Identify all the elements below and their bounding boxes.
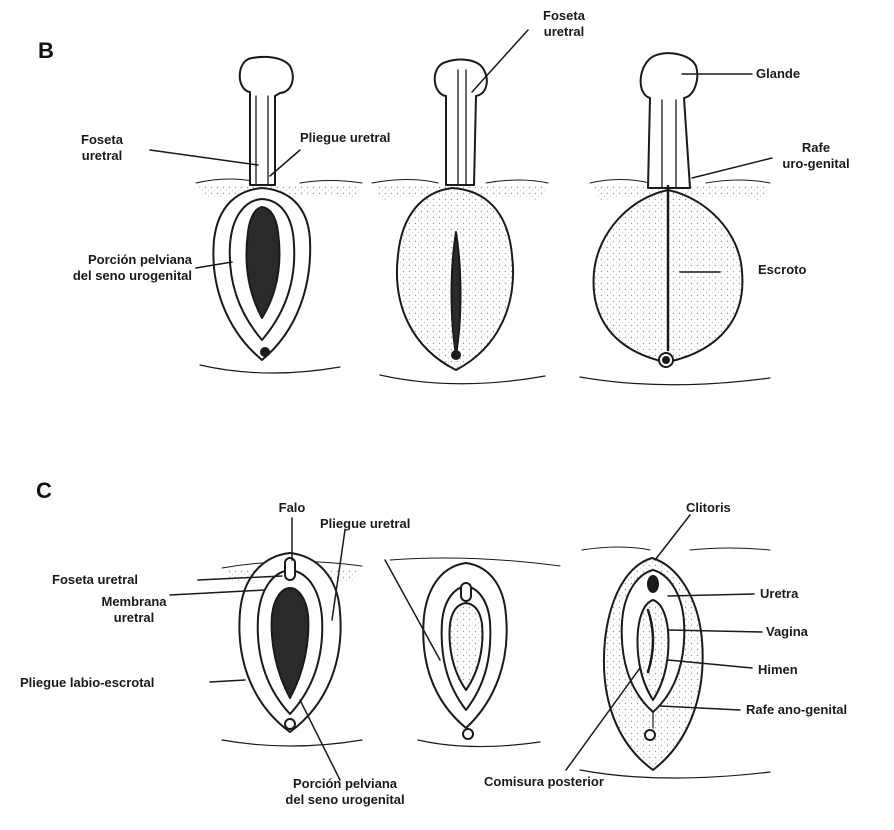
b-label-foseta-uretral-left: Foseta uretral xyxy=(62,132,142,164)
b1-figure xyxy=(196,57,362,373)
c-label-porcion-pelviana: Porción pelviana del seno urogenital xyxy=(250,776,440,808)
b-label-escroto: Escroto xyxy=(758,262,806,278)
c-label-rafe-ano-genital: Rafe ano-genital xyxy=(746,702,847,718)
c-label-pliegue-labio-escrotal: Pliegue labio-escrotal xyxy=(20,675,154,691)
b2-figure xyxy=(372,60,548,384)
c-label-uretra: Uretra xyxy=(760,586,798,602)
c-label-clitoris: Clitoris xyxy=(686,500,731,516)
c3-figure xyxy=(580,547,770,778)
b-label-foseta-uretral-top: Foseta uretral xyxy=(524,8,604,40)
section-c-letter: C xyxy=(36,478,52,504)
c2-figure xyxy=(390,558,560,747)
section-b-letter: B xyxy=(38,38,54,64)
c-label-membrana-uretral: Membrana uretral xyxy=(86,594,182,626)
c-label-vagina: Vagina xyxy=(766,624,808,640)
b-label-rafe-urogenital: Rafe uro-genital xyxy=(766,140,866,172)
c-label-falo: Falo xyxy=(262,500,322,516)
c-label-himen: Himen xyxy=(758,662,798,678)
c-label-foseta-uretral: Foseta uretral xyxy=(52,572,138,588)
c-label-pliegue-uretral: Pliegue uretral xyxy=(320,516,410,532)
b-label-porcion-pelviana: Porción pelviana del seno urogenital xyxy=(2,252,192,284)
c1-figure xyxy=(222,553,362,746)
c-label-comisura-posterior: Comisura posterior xyxy=(484,774,604,790)
b3-figure xyxy=(580,53,770,385)
b-label-glande: Glande xyxy=(756,66,800,82)
b-label-pliegue-uretral: Pliegue uretral xyxy=(300,130,390,146)
